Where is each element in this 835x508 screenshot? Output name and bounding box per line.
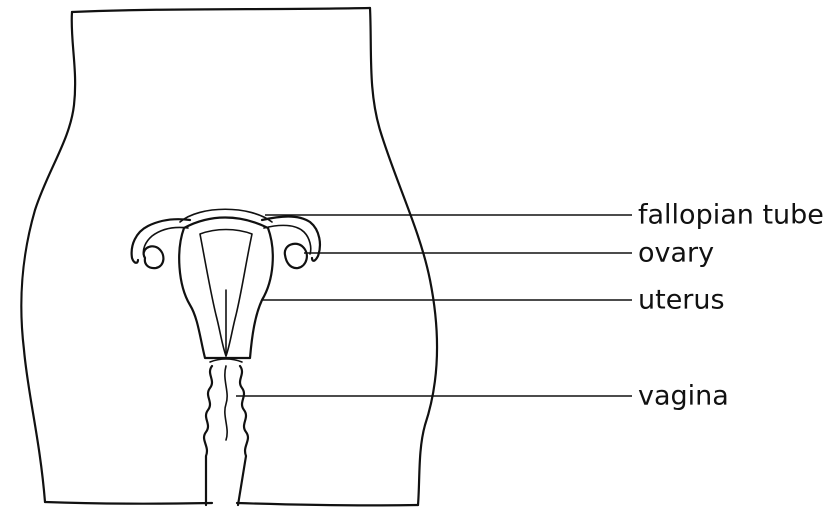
body-outline-bottom-left xyxy=(45,502,212,504)
body-outline-top xyxy=(72,8,370,12)
body-outline-left xyxy=(21,12,75,502)
body-outline xyxy=(21,8,437,505)
uterus-fundus xyxy=(180,209,272,222)
label-vagina: vagina xyxy=(638,381,729,412)
label-fallopian-tube: fallopian tube xyxy=(638,200,824,231)
label-uterus: uterus xyxy=(638,285,725,316)
body-outline-right xyxy=(370,8,437,505)
labels: fallopian tube ovary uterus vagina xyxy=(638,200,824,412)
body-outline-bottom-right xyxy=(237,503,418,505)
vagina-wall-left xyxy=(204,366,212,505)
fallopian-tubes xyxy=(132,217,320,263)
uterus xyxy=(179,209,273,358)
vagina-wall-right xyxy=(238,366,248,505)
vagina xyxy=(204,359,248,505)
ovary-left xyxy=(144,246,164,268)
ovaries xyxy=(144,244,307,268)
ovary-right xyxy=(285,244,307,268)
vagina-top xyxy=(210,359,242,362)
label-ovary: ovary xyxy=(638,238,714,269)
vagina-inner xyxy=(225,366,227,440)
